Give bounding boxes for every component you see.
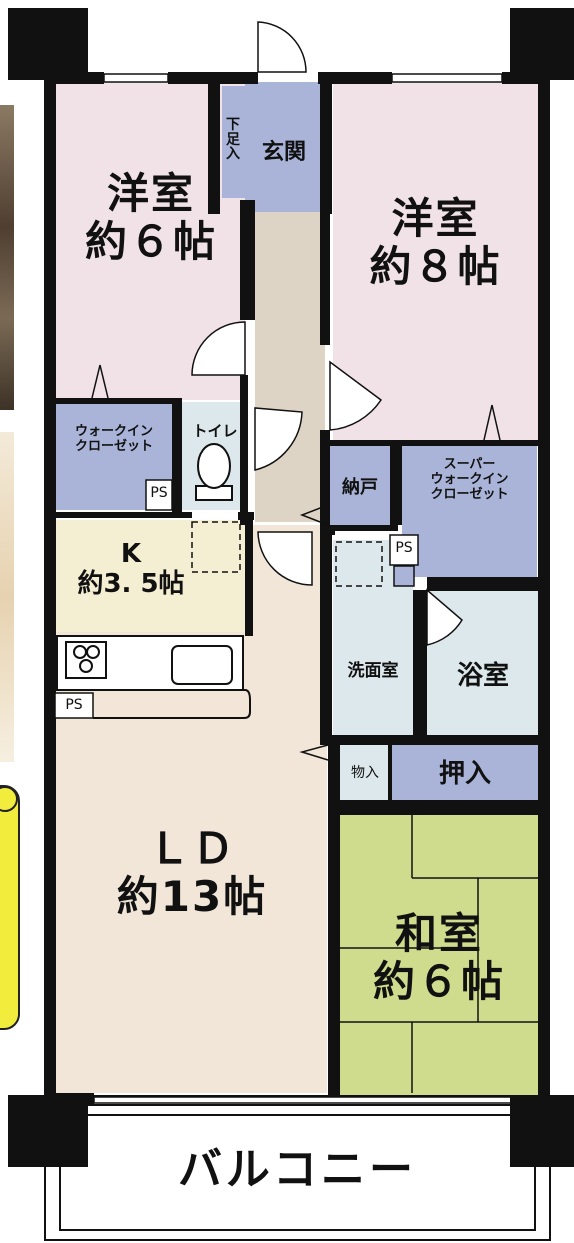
japanese-room-label: 和室 約６帖: [340, 909, 538, 1007]
kitchen-floor-2: [55, 520, 245, 632]
door-swings: [191, 21, 463, 646]
kitchen-label: K 約3. 5帖: [56, 539, 206, 600]
storage-mono-label: 物入: [351, 765, 379, 781]
living-size: 約13帖: [116, 872, 268, 922]
oshiire-floor: [392, 745, 538, 800]
photo-fragment-top: [0, 105, 14, 410]
fridge-space: [191, 521, 241, 573]
kitchen-size: 約3. 5帖: [77, 568, 185, 599]
kitchen-name: K: [120, 539, 142, 569]
callout-fragment-curl: [0, 786, 18, 812]
japanese-room-size: 約６帖: [372, 957, 505, 1007]
storage-floor: [328, 445, 390, 525]
super-walk-in-line3: クローゼット: [430, 486, 509, 502]
western-room-b-label: 洋室 約８帖: [333, 194, 538, 292]
corridor-floor: [255, 212, 325, 522]
ps-label-2: PS: [395, 540, 413, 556]
entrance-label: 玄関: [261, 140, 306, 165]
photo-fragment-middle: [0, 432, 14, 762]
western-room-b-name: 洋室: [391, 194, 480, 243]
ps-box-2: [389, 534, 419, 566]
super-walk-in-floor: [402, 445, 537, 577]
western-room-b-floor: [333, 82, 538, 442]
ps-box-fill: [393, 565, 415, 587]
balcony-outline: [44, 1104, 551, 1241]
super-walk-in-label: スーパー ウォークイン クローゼット: [402, 457, 537, 503]
walk-in-closet-label: ウォークイン クローゼット: [56, 424, 172, 455]
ps-label-3: PS: [65, 697, 83, 713]
bath-label: 浴室: [456, 661, 509, 691]
western-room-a-label: 洋室 約６帖: [56, 169, 246, 267]
living-name: ＬＤ: [147, 824, 236, 873]
storage-label: 納戸: [342, 477, 378, 498]
ps-box-3: [54, 692, 94, 719]
corner-pillars: [8, 8, 574, 1167]
entrance-floor: [245, 82, 323, 212]
western-room-b-size: 約８帖: [369, 242, 502, 292]
shoe-box-label: 下足入: [226, 117, 240, 163]
walk-in-closet-line1: ウォークイン: [74, 424, 153, 439]
western-room-a-name: 洋室: [106, 169, 195, 218]
japanese-room-name: 和室: [394, 909, 483, 958]
washroom-label: 洗面室: [347, 661, 399, 681]
toilet-bowl: [197, 443, 231, 489]
ps-label-1: PS: [150, 485, 168, 501]
sink: [171, 645, 233, 685]
balcony-label: バルコニー: [177, 1144, 418, 1195]
oshiire-label: 押入: [438, 759, 491, 789]
living-label: ＬＤ 約13帖: [56, 824, 328, 922]
storage-mono-floor: [340, 745, 392, 800]
shoe-box-floor: [222, 86, 246, 198]
super-walk-in-line2: ウォークイン: [430, 471, 509, 487]
tatami-lines: [340, 815, 538, 1093]
super-walk-in-line1: スーパー: [443, 457, 496, 472]
western-room-a-size: 約６帖: [84, 217, 217, 267]
walk-in-closet-line2: クローゼット: [74, 438, 153, 454]
toilet-label: トイレ: [192, 422, 238, 440]
japanese-room-floor: [340, 815, 538, 1095]
door-arrows: [91, 364, 501, 761]
ps-box-1: [145, 479, 173, 511]
washer-space: [335, 541, 383, 587]
